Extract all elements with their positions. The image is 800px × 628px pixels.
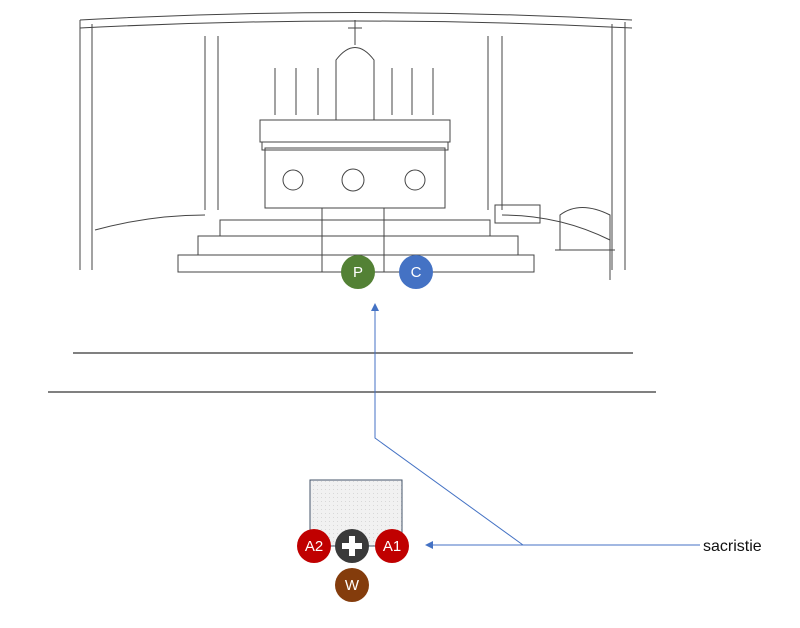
altar-illustration bbox=[77, 12, 633, 290]
w-badge: W bbox=[335, 568, 369, 602]
cross-bearer-badge bbox=[335, 529, 369, 563]
acolyte1-label: A1 bbox=[382, 537, 402, 555]
acolyte2-badge: A2 bbox=[297, 529, 331, 563]
priest-badge: P bbox=[341, 255, 375, 289]
acolyte1-badge: A1 bbox=[375, 529, 409, 563]
priest-label: P bbox=[352, 263, 363, 281]
sacristy-label: sacristie bbox=[703, 538, 762, 555]
cross-icon bbox=[342, 536, 362, 556]
acolyte2-label: A2 bbox=[304, 537, 324, 555]
w-label: W bbox=[344, 576, 360, 594]
celebrant-label: C bbox=[410, 263, 422, 281]
procession-arrow bbox=[371, 303, 524, 546]
celebrant-badge: C bbox=[399, 255, 433, 289]
